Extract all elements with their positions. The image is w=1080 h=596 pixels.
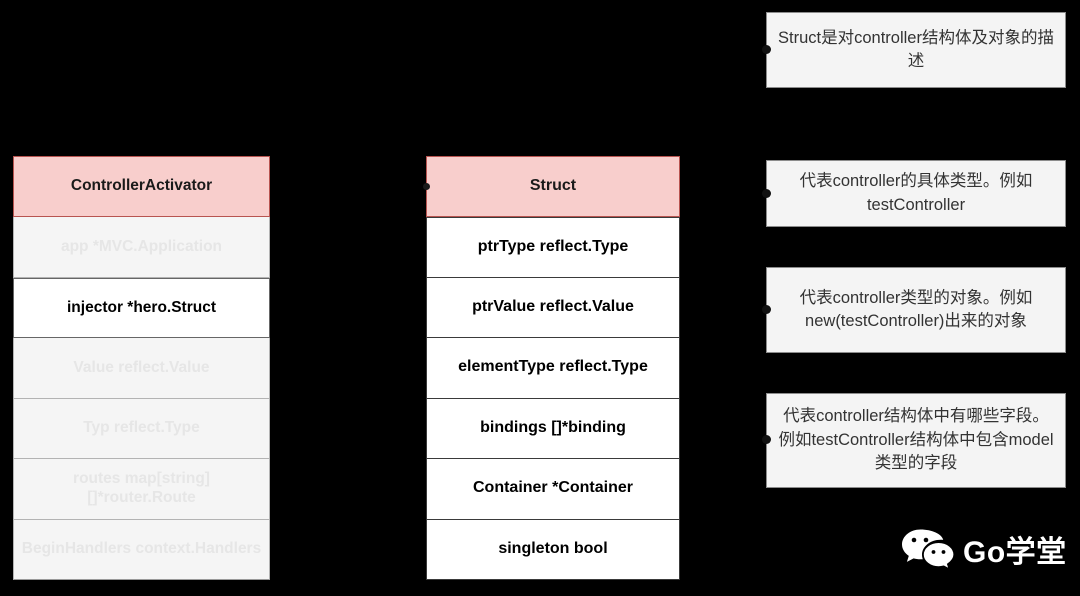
field-ptr-value: ptrValue reflect.Value (426, 277, 680, 338)
note-connector-dot-4 (762, 435, 771, 444)
controller-activator-table: ControllerActivator app *MVC.Application… (13, 156, 270, 580)
note-connector-dot-2 (762, 189, 771, 198)
watermark-label: Go学堂 (963, 535, 1067, 569)
field-element-type: elementType reflect.Type (426, 338, 680, 399)
watermark: Go学堂 (900, 527, 1067, 578)
field-app: app *MVC.Application (13, 217, 270, 278)
note-struct-description: Struct是对controller结构体及对象的描述 (766, 12, 1066, 88)
wechat-logo-icon (900, 527, 956, 578)
note-connector-dot-3 (762, 305, 771, 314)
field-routes: routes map[string][]*router.Route (13, 459, 270, 520)
field-value: Value reflect.Value (13, 338, 270, 399)
field-injector: injector *hero.Struct (13, 277, 270, 338)
struct-title: Struct (426, 156, 680, 217)
struct-connector-nub (423, 183, 430, 190)
struct-table: Struct ptrType reflect.Type ptrValue ref… (426, 156, 680, 580)
note-ptr-type-description: 代表controller的具体类型。例如testController (766, 160, 1066, 227)
note-connector-dot-1 (762, 45, 771, 54)
field-bindings: bindings []*binding (426, 398, 680, 459)
controller-activator-title: ControllerActivator (13, 156, 270, 217)
field-begin-handlers: BeginHandlers context.Handlers (13, 519, 270, 580)
field-container: Container *Container (426, 459, 680, 520)
note-ptr-value-description: 代表controller类型的对象。例如new(testController)出… (766, 267, 1066, 353)
field-singleton: singleton bool (426, 519, 680, 580)
field-ptr-type: ptrType reflect.Type (426, 217, 680, 278)
note-bindings-description: 代表controller结构体中有哪些字段。例如testController结构… (766, 393, 1066, 488)
field-typ: Typ reflect.Type (13, 398, 270, 459)
